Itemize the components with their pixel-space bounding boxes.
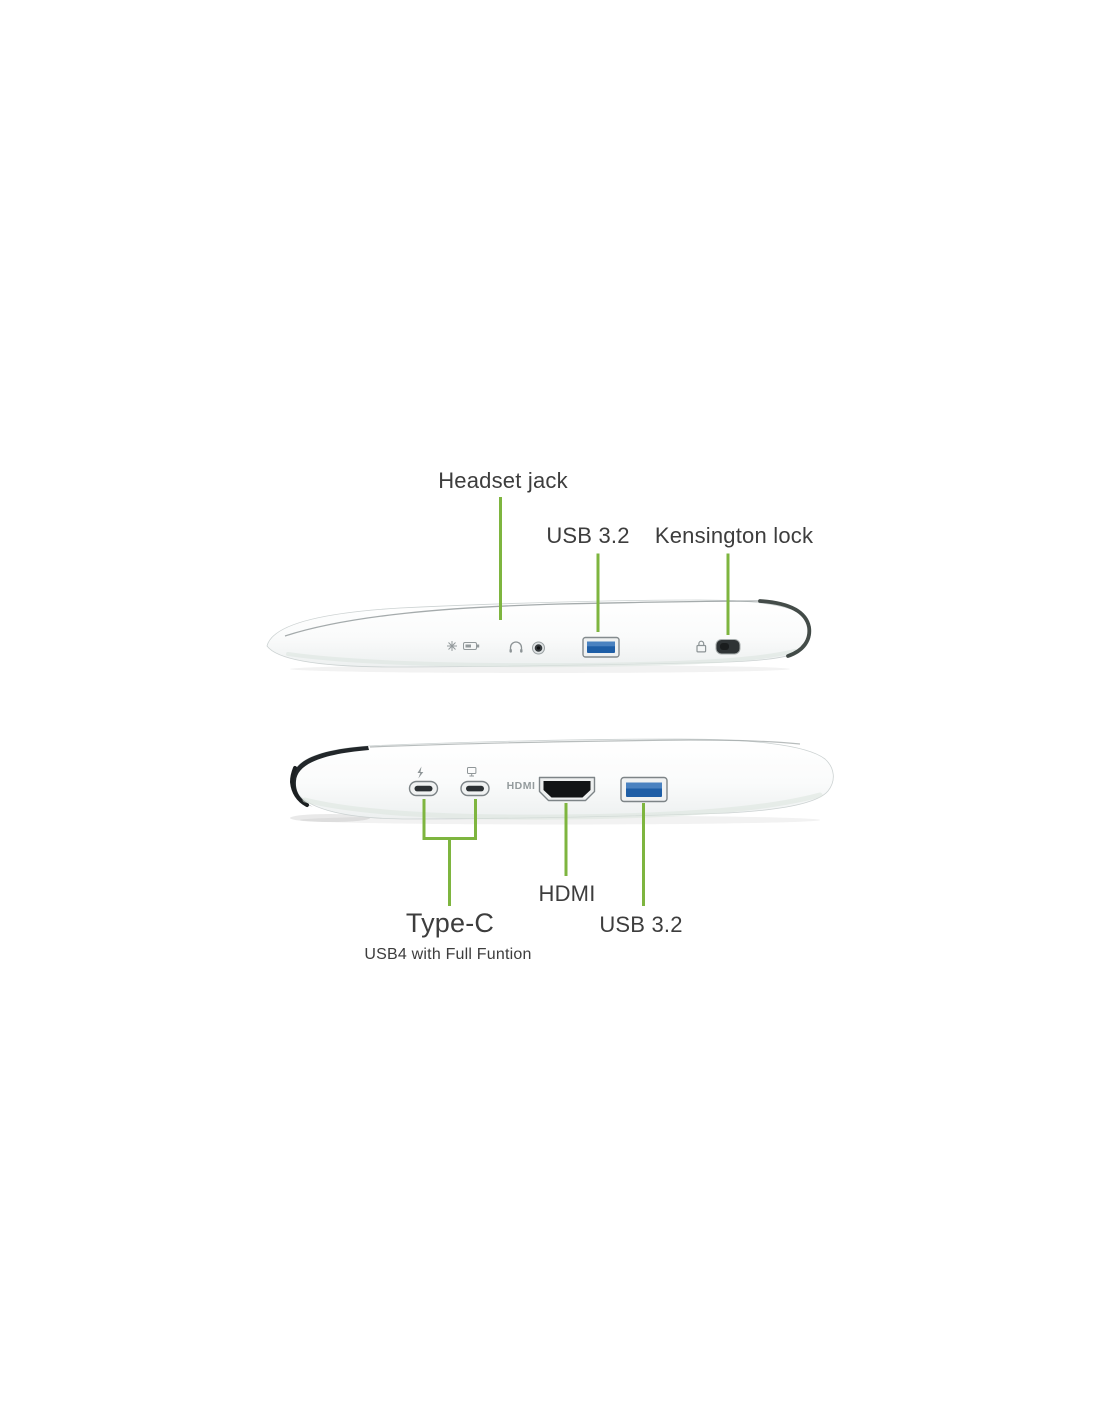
bottom-edge-tint [302, 792, 823, 820]
usb32-bottom-label: USB 3.2 [599, 912, 683, 937]
laptop-right-side-view [266, 599, 812, 673]
battery-indicator-icon [463, 642, 480, 650]
laptop-left-side-view [289, 738, 834, 825]
status-led-icons [447, 641, 480, 651]
type-c-sublabel: USB4 with Full Funtion [364, 946, 532, 963]
kensington-lock-label: Kensington lock [654, 523, 814, 548]
charging-bolt-icon [417, 766, 424, 779]
foot-shadow [290, 814, 370, 822]
kensington-lock-slot [715, 639, 741, 655]
callout-lines [422, 497, 730, 906]
hdmi-chassis-print: HDMI [506, 780, 536, 792]
lid-seam-line [369, 739, 801, 748]
usb32-top-label: USB 3.2 [546, 523, 630, 548]
usb-a-port-bottom [620, 776, 668, 803]
usb-c-port-2 [460, 780, 490, 797]
headset-icon [509, 641, 523, 653]
hinge-dark-accent [292, 746, 369, 807]
hdmi-label: HDMI [538, 881, 596, 906]
lid-seam-line [284, 600, 761, 637]
security-lock-icon [696, 640, 707, 653]
usb-c-port-1 [408, 780, 439, 797]
headset-jack-label: Headset jack [438, 468, 568, 493]
bottom-edge-tint [286, 649, 797, 668]
external-display-icon [467, 767, 477, 777]
hinge-dark-accent [758, 599, 812, 658]
type-c-label: Type-C [405, 908, 495, 938]
usb-a-port-top [582, 636, 620, 658]
hinge-tip-accent [289, 766, 309, 807]
hdmi-port [538, 776, 596, 802]
power-indicator-icon [447, 641, 457, 651]
headset-jack-port [532, 641, 545, 655]
